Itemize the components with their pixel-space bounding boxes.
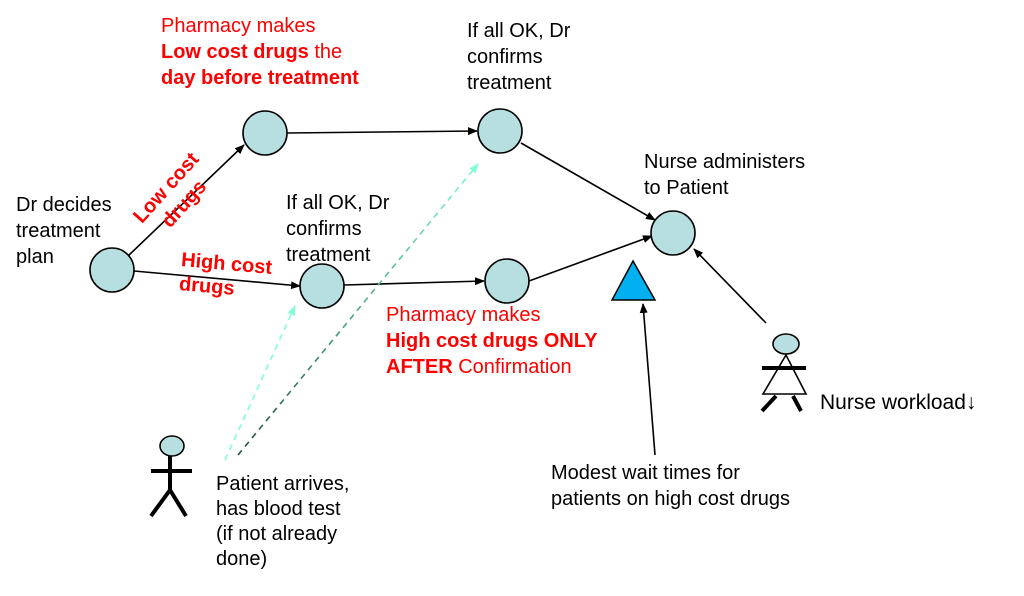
node-pharmacy-low	[242, 110, 288, 156]
text-line: Modest wait times for	[551, 462, 740, 484]
text-line: (if not already	[216, 523, 338, 545]
text-span: the	[308, 41, 343, 63]
text-bold: AFTER	[386, 356, 453, 378]
patient-figure	[149, 435, 192, 518]
text-line: treatment	[467, 72, 552, 94]
text-span: Confirmation	[452, 356, 572, 378]
text-line: Patient arrives,	[216, 473, 350, 495]
node-nurse-administers	[650, 210, 696, 256]
edge-start-to-low	[127, 144, 245, 257]
text-line: treatment	[16, 220, 101, 242]
text-line: treatment	[286, 244, 371, 266]
nurse-figure	[760, 333, 808, 413]
label-pharmacy-high: Pharmacy makes High cost drugs ONLY AFTE…	[386, 302, 598, 380]
edge-wait-to-queue	[639, 303, 656, 456]
label-confirm-top: If all OK, Dr confirms treatment	[467, 18, 570, 96]
label-dr-decides: Dr decides treatment plan	[16, 192, 112, 270]
edge-confirm-to-pharmacy	[343, 277, 485, 286]
dashed-patient-to-confirm-top	[237, 163, 479, 456]
edge-confirm-to-nurse	[520, 142, 656, 221]
text-bold: High cost drugs ONLY	[386, 330, 598, 352]
edge-low-to-confirm	[286, 127, 478, 136]
node-dr-decides	[89, 247, 135, 293]
label-confirm-mid: If all OK, Dr confirms treatment	[286, 190, 389, 268]
text-line: Dr decides	[16, 194, 112, 216]
edge-start-to-high	[133, 270, 301, 290]
text-line: plan	[16, 246, 54, 268]
label-nurse-administers: Nurse administers to Patient	[644, 149, 805, 201]
node-confirm-mid	[299, 263, 345, 309]
edge-pharmacy-to-nurse	[528, 235, 653, 282]
label-pharmacy-low: Pharmacy makes Low cost drugs the day be…	[161, 13, 359, 91]
label-patient: Patient arrives, has blood test (if not …	[216, 472, 349, 572]
text-line: patients on high cost drugs	[551, 488, 791, 510]
text-line: Nurse administers	[644, 151, 806, 173]
text-line: Pharmacy makes	[386, 304, 541, 326]
text-line: confirms	[286, 218, 362, 240]
node-confirm-top	[477, 108, 523, 154]
label-high-cost-edge: High cost drugs	[178, 248, 273, 304]
label-wait-times: Modest wait times for patients on high c…	[551, 460, 790, 512]
node-pharmacy-high	[484, 258, 530, 304]
text-bold: Low cost drugs	[161, 41, 309, 63]
text-line: has blood test	[216, 498, 341, 520]
text-bold: day before treatment	[161, 67, 359, 89]
edge-nurse-workload	[693, 248, 767, 324]
text-line: confirms	[467, 46, 543, 68]
queue-triangle	[610, 259, 657, 301]
dashed-patient-to-confirm-mid	[224, 305, 296, 461]
label-nurse-workload: Nurse workload↓	[820, 391, 977, 414]
text-line: to Patient	[644, 177, 729, 199]
text-line: done)	[216, 548, 268, 570]
text-line: If all OK, Dr	[467, 20, 571, 42]
text-line: If all OK, Dr	[286, 192, 390, 214]
text-line: Pharmacy makes	[161, 15, 316, 37]
